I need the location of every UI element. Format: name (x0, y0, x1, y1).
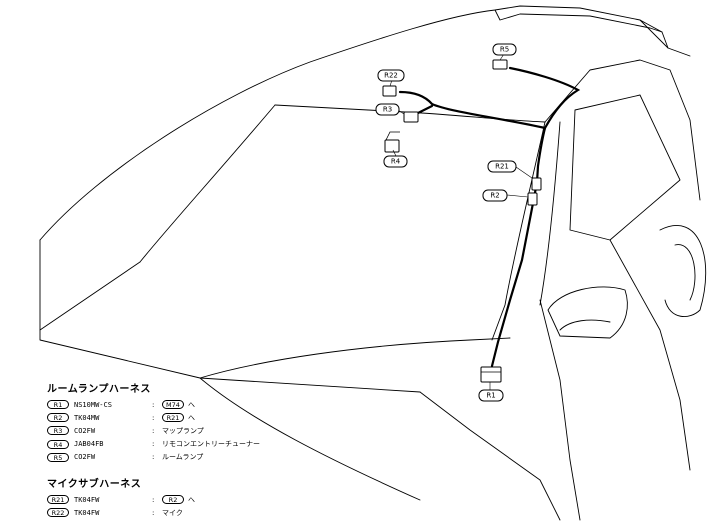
separator: : (152, 426, 155, 435)
side-body (609, 239, 691, 471)
svg-text:R21: R21 (495, 163, 509, 171)
connector-id: R4 (47, 439, 69, 449)
direction-text: へ (188, 400, 195, 409)
svg-text:R3: R3 (383, 106, 392, 114)
connector-id: R5 (47, 452, 69, 462)
door-lower (539, 299, 581, 521)
mirror (547, 286, 628, 339)
cowl-line (39, 261, 141, 331)
part-code: NS10MW-CS (74, 400, 112, 409)
separator: : (152, 413, 155, 422)
r5-connector (492, 59, 508, 70)
dash-line (199, 337, 511, 379)
r3-connector (403, 111, 419, 123)
door-window (569, 94, 681, 241)
target-connector: R21 (162, 413, 184, 423)
separator: : (152, 453, 155, 462)
part-description: ルームランプ (162, 453, 204, 462)
room-lamp-harness-title: ルームランプハーネス (47, 384, 151, 395)
roof-outline (39, 5, 663, 241)
target-connector: M74 (162, 400, 184, 410)
part-code: CO2FW (74, 453, 96, 462)
connector-id: R2 (47, 413, 69, 423)
connector-id: R21 (47, 495, 69, 505)
callout-r2: R2 (482, 189, 508, 202)
roof-rail (494, 9, 669, 49)
r4-connector (384, 139, 400, 153)
svg-text:R4: R4 (391, 158, 401, 166)
roof-edge (639, 19, 691, 57)
legend-row-r2: R2 TK04MW : R21 へ (47, 411, 260, 424)
direction-text: へ (188, 413, 195, 422)
harness-pillar (490, 126, 547, 368)
bonnet-crease (199, 377, 421, 501)
connector-id: R22 (47, 508, 69, 518)
target-connector: R2 (162, 495, 184, 505)
callout-r3: R3 (375, 103, 400, 116)
connector-id: R3 (47, 426, 69, 436)
room-lamp-harness-legend: ルームランプハーネス R1 NS10MW-CS : M74 へ R2 TK04M… (47, 380, 260, 464)
part-code: TK04FW (74, 495, 100, 504)
part-code: TK04FW (74, 508, 100, 517)
wheel-arch (659, 225, 707, 317)
callout-r22: R22 (377, 69, 405, 82)
svg-text:R2: R2 (490, 192, 499, 200)
mirror-inner (559, 319, 611, 331)
part-description: マイク (162, 508, 183, 517)
a-pillar-inner (491, 121, 546, 341)
svg-text:R22: R22 (384, 72, 398, 80)
svg-text:R5: R5 (500, 46, 509, 54)
legend-row-r22: R22 TK04FW : マイク (47, 506, 195, 519)
r1-connector (480, 366, 502, 383)
legend-row-r21: R21 TK04FW : R2 へ (47, 493, 195, 506)
a-pillar-outer (539, 121, 561, 306)
part-code: CO2FW (74, 426, 96, 435)
windshield-left (139, 104, 276, 263)
hood-line (39, 239, 421, 393)
wheel-arch-inner (674, 244, 696, 301)
part-code: TK04MW (74, 413, 100, 422)
separator: : (152, 495, 155, 504)
r21-connector (531, 177, 542, 191)
part-description: マップランプ (162, 426, 204, 435)
legend-row-r5: R5 CO2FW : ルームランプ (47, 451, 260, 464)
legend-row-r1: R1 NS10MW-CS : M74 へ (47, 398, 260, 411)
legend-row-r4: R4 JAB04FB : リモコンエントリーチューナー (47, 438, 260, 451)
part-code: JAB04FB (74, 440, 104, 449)
separator: : (152, 400, 155, 409)
callout-r1: R1 (478, 389, 504, 402)
separator: : (152, 508, 155, 517)
separator: : (152, 440, 155, 449)
mic-sub-harness-title: マイクサブハーネス (47, 479, 142, 490)
mic-sub-harness-legend: マイクサブハーネス R21 TK04FW : R2 へ R22 TK04FW :… (47, 475, 195, 519)
r22-connector (382, 85, 397, 97)
front-lower (419, 391, 561, 521)
callout-r21: R21 (487, 160, 517, 173)
r2-connector (527, 192, 538, 206)
direction-text: へ (188, 495, 195, 504)
harness-main (398, 66, 581, 130)
svg-text:R1: R1 (486, 392, 495, 400)
callout-r4: R4 (383, 155, 408, 168)
connector-id: R1 (47, 400, 69, 410)
callout-r5: R5 (492, 43, 517, 56)
legend-row-r3: R3 CO2FW : マップランプ (47, 424, 260, 437)
part-description: リモコンエントリーチューナー (162, 440, 260, 449)
door-front (544, 59, 701, 201)
